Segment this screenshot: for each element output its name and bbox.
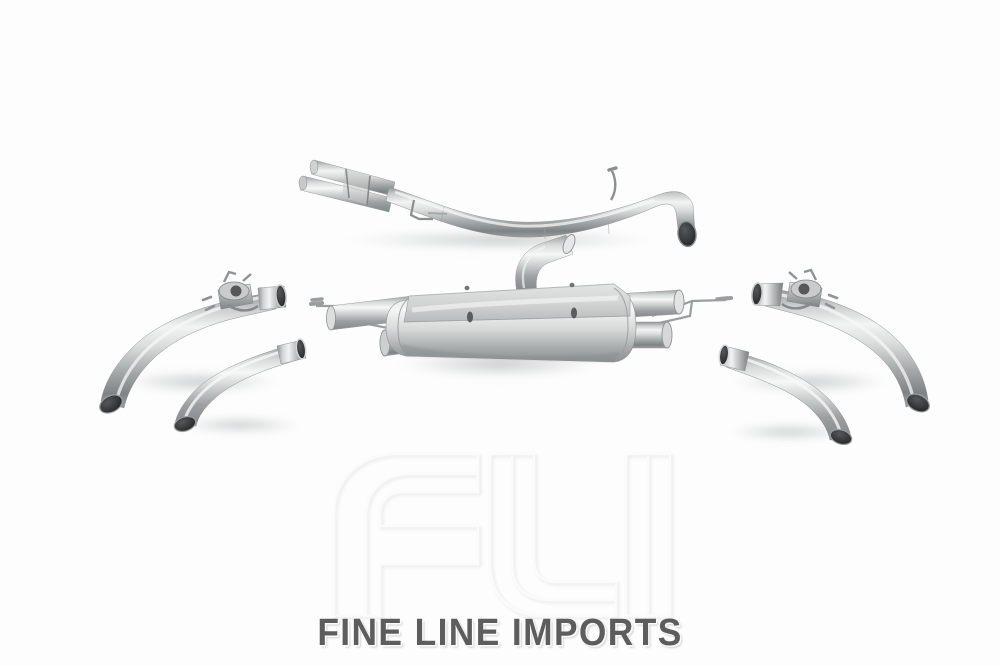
clamp-bolts (310, 296, 729, 302)
left-tailpipe (173, 338, 307, 433)
right-valve-pipe-inlet-bore (751, 282, 763, 306)
left-tailpipe-outlet-bore (173, 415, 197, 433)
valve-actuator-right (781, 268, 839, 310)
muffler-plug-right (571, 307, 577, 319)
right-tailpipe (718, 344, 853, 446)
muffler (326, 282, 685, 363)
muffler-plug-left (467, 311, 473, 323)
right-tailpipe-inlet-bore (718, 344, 730, 366)
left-valve-pipe-outlet-bore (99, 394, 123, 414)
right-valve-pipe-outlet-bore (906, 393, 930, 413)
contact-shadows (110, 228, 900, 442)
mid-pipe (298, 159, 697, 248)
left-tailpipe-inlet-bore (295, 338, 307, 360)
valve-actuator-left (201, 270, 259, 312)
mid-pipe-outlet-bore (677, 220, 697, 248)
right-tailpipe-outlet-bore (829, 428, 853, 446)
left-valve-pipe-inlet-bore (275, 284, 287, 308)
elbow-pipe (515, 234, 576, 293)
